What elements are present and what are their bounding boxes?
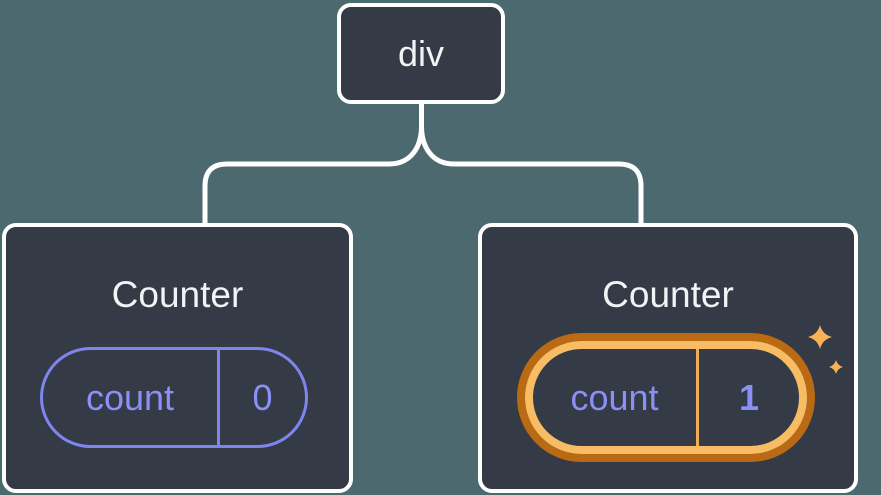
state-key-label: count (533, 349, 699, 446)
state-pill-highlight-ring: count 1 (525, 341, 807, 454)
sparkle-icon (808, 325, 843, 374)
state-pill-highlighted: count 1 (517, 333, 815, 462)
component-title: Counter (602, 274, 734, 315)
connector-right-branch (419, 101, 644, 228)
state-value: 1 (738, 376, 760, 418)
connector-left-branch (202, 101, 424, 228)
state-key-label: count (43, 350, 220, 445)
state-pill: count 0 (40, 347, 308, 448)
counter-node-updated: Counter count 1 (478, 223, 858, 493)
state-value: 0 (252, 376, 273, 418)
root-node: div (337, 3, 505, 104)
component-title: Counter (111, 274, 244, 315)
counter-node-initial: Counter count 0 (2, 223, 353, 493)
sparkle-large (808, 325, 832, 349)
sparkle-small (829, 360, 843, 374)
root-node-label: div (397, 32, 445, 74)
